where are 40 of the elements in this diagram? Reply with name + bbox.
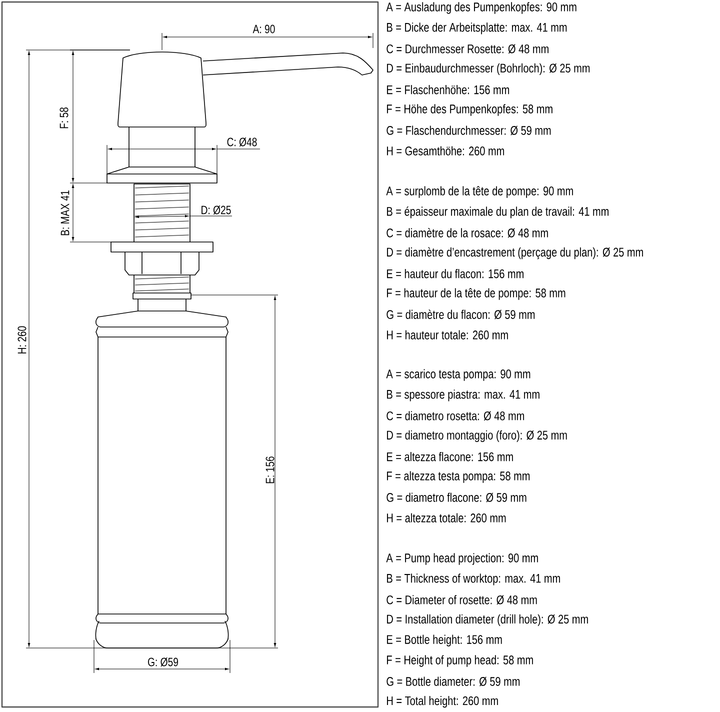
legend-text: H = Total height: 260 mm (387, 696, 498, 708)
dimension-label: A: 90 (252, 24, 275, 34)
legend-text: C = diametro rosetta: Ø 48 mm (386, 411, 524, 420)
legend-text: H = Gesamthöhe: 260 mm (387, 146, 504, 156)
legend-text: F = hauteur de la tête de pompe: 58 mm (387, 288, 566, 300)
legend-text: D = diametro montaggio (foro): Ø 25 mm (387, 430, 567, 442)
legend-text: E = hauteur du flacon: 156 mm (387, 269, 524, 278)
dimension-label: G: Ø59 (148, 658, 178, 666)
legend-text: D = Einbaudurchmesser (Bohrloch): Ø 25 mm (387, 63, 590, 76)
legend-text: B = spessore piastra: max. 41 mm (387, 390, 540, 402)
legend-text: D = diamètre d’encastrement (perçage du plan): Ø 25 mm (387, 247, 643, 260)
dimension-label: H: 260 (18, 326, 26, 354)
legend-text: B = épaisseur maximale du plan de travail: 41 mm (387, 206, 608, 218)
dimension-label: B: MAX 41 (60, 190, 70, 236)
legend-text: E = altezza flacone: 156 mm (387, 452, 513, 462)
legend-text: C = Durchmesser Rosette: Ø 48 mm (386, 44, 548, 54)
legend-text: A = surplomb de la tête de pompe: 90 mm (386, 186, 573, 198)
dimension-label: C: Ø48 (227, 138, 257, 146)
legend-text: F = Höhe des Pumpenkopfes: 58 mm (387, 104, 552, 116)
dimension-label: E: 156 (266, 456, 274, 484)
legend-text: G = diametro flacone: Ø 59 mm (386, 492, 526, 502)
legend-text: E = Bottle height: 156 mm (387, 634, 502, 646)
legend-text: H = altezza totale: 260 mm (387, 513, 506, 522)
legend-text: B = Thickness of worktop: max. 41 mm (387, 574, 560, 586)
legend-text: A = scarico testa pompa: 90 mm (386, 369, 530, 381)
legend-text: F = Height of pump head: 58 mm (387, 655, 533, 667)
legend-text: C = diamètre de la rosace: Ø 48 mm (386, 228, 548, 238)
legend-text: G = Flaschendurchmesser: Ø 59 mm (386, 126, 551, 136)
dimension-label: D: Ø25 (202, 206, 231, 214)
legend-text: F = altezza testa pompa: 58 mm (387, 471, 530, 483)
legend-text: A = Ausladung des Pumpenkopfes: 90 mm (386, 2, 576, 14)
legend-text: G = Bottle diameter: Ø 59 mm (386, 676, 520, 686)
legend-text: A = Pump head projection: 90 mm (386, 553, 538, 565)
legend-text: B = Dicke der Arbeitsplatte: max. 41 mm (387, 22, 567, 34)
legend-text: D = Installation diameter (drill hole): Ø 25 mm (387, 614, 588, 626)
legend-text: H = hauteur totale: 260 mm (387, 330, 508, 340)
legend-text: E = Flaschenhöhe: 156 mm (387, 85, 510, 94)
legend-text: G = diamètre du flacon: Ø 59 mm (386, 310, 535, 320)
legend-text: C = Diameter of rosette: Ø 48 mm (386, 595, 537, 604)
dimension-label: F: 58 (60, 107, 68, 128)
